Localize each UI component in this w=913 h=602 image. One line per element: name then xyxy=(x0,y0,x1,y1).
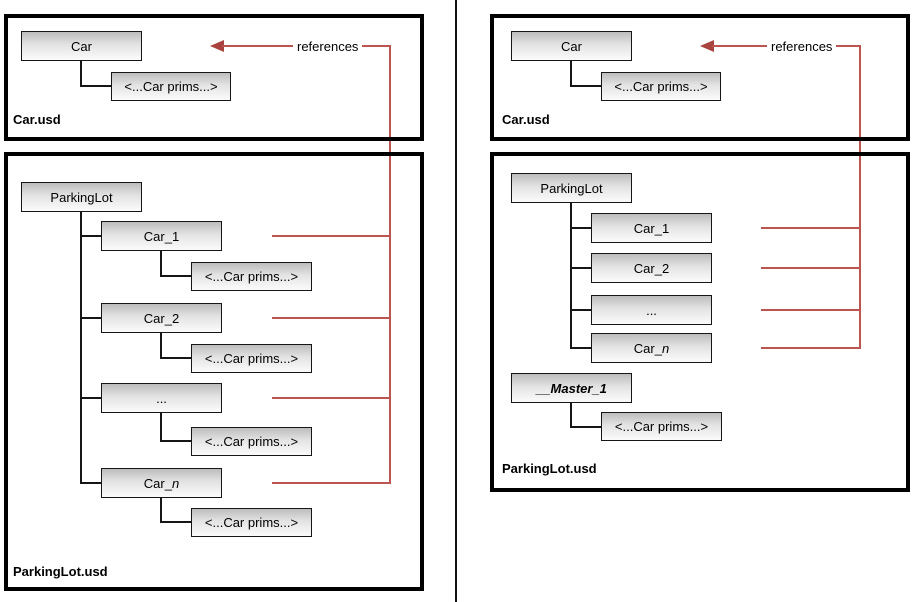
panel-divider-line xyxy=(455,0,457,602)
right-ellipsis-node: ... xyxy=(591,295,712,325)
right-master-prims-node: <...Car prims...> xyxy=(601,412,722,441)
left-car-node-label: Car xyxy=(71,38,92,54)
right-master-prims-label: <...Car prims...> xyxy=(614,419,709,434)
left-reference-line-carn xyxy=(272,482,391,484)
left-parkinglot-usd-label: ParkingLot.usd xyxy=(13,564,108,579)
left-car-1-connector-h xyxy=(160,275,191,277)
left-ellipsis-connector-h xyxy=(160,440,191,442)
right-car-prims-label: <...Car prims...> xyxy=(614,79,708,94)
left-car-connector-v xyxy=(80,61,82,87)
left-reference-arrowhead-icon xyxy=(210,40,224,52)
right-ellipsis-label: ... xyxy=(646,302,657,318)
left-ellipsis-node: ... xyxy=(101,383,222,413)
left-car-usd-layer xyxy=(4,14,424,141)
right-reference-arrowhead-icon xyxy=(700,40,714,52)
right-car-connector-v xyxy=(570,61,572,87)
right-reference-line-ellipsis xyxy=(761,309,861,311)
left-car-1-connector-v xyxy=(160,251,162,276)
left-ellipsis-connector-v xyxy=(160,413,162,441)
left-car-usd-label: Car.usd xyxy=(13,112,61,127)
right-car-usd-layer xyxy=(490,14,910,141)
right-stub-car1 xyxy=(570,227,591,229)
left-stub-car2 xyxy=(80,317,101,319)
left-car-n-node: Car_n xyxy=(101,468,222,498)
left-ellipsis-label: ... xyxy=(156,390,167,406)
right-reference-line-car1 xyxy=(761,227,861,229)
left-reference-vertical-line xyxy=(389,45,391,484)
right-car-1-node: Car_1 xyxy=(591,213,712,243)
right-reference-line-car2 xyxy=(761,267,861,269)
left-tree-trunk xyxy=(80,212,82,484)
left-car-n-label-italic: n xyxy=(171,475,180,491)
right-car-n-label-italic: n xyxy=(661,340,670,356)
left-car-2-prims-label: <...Car prims...> xyxy=(204,351,299,366)
left-car-2-connector-v xyxy=(160,333,162,358)
right-car-connector-h xyxy=(570,85,601,87)
left-stub-car1 xyxy=(80,235,101,237)
left-reference-line-car1 xyxy=(272,235,391,237)
right-reference-line-carn xyxy=(761,347,861,349)
left-car-n-prims-label: <...Car prims...> xyxy=(204,515,299,530)
right-parkinglot-usd-layer xyxy=(490,152,910,492)
right-car-node: Car xyxy=(511,31,632,61)
left-ellipsis-prims-label: <...Car prims...> xyxy=(204,434,299,449)
right-car-n-node: Car_n xyxy=(591,333,712,363)
left-stub-ellipsis xyxy=(80,397,101,399)
left-car-2-node: Car_2 xyxy=(101,303,222,333)
left-car-1-prims-label: <...Car prims...> xyxy=(204,269,299,284)
left-car-n-prims-node: <...Car prims...> xyxy=(191,508,312,537)
right-master-connector-v xyxy=(570,403,572,428)
left-parkinglot-node: ParkingLot xyxy=(21,182,142,212)
left-reference-line-car2 xyxy=(272,317,391,319)
right-references-label: references xyxy=(767,39,837,54)
left-car-n-connector-v xyxy=(160,498,162,523)
right-stub-car2 xyxy=(570,267,591,269)
right-parkinglot-node-label: ParkingLot xyxy=(540,180,603,196)
left-car-n-label: Car_ xyxy=(143,475,172,491)
right-car-2-label: Car_2 xyxy=(633,260,670,276)
right-reference-vertical-line xyxy=(859,45,861,349)
right-car-1-label: Car_1 xyxy=(633,220,670,236)
right-master-connector-h xyxy=(570,426,601,428)
right-car-usd-label: Car.usd xyxy=(502,112,550,127)
right-tree-trunk xyxy=(570,203,572,349)
right-stub-carn xyxy=(570,347,591,349)
left-car-1-label: Car_1 xyxy=(143,228,180,244)
left-car-prims-label: <...Car prims...> xyxy=(124,79,218,94)
left-car-node: Car xyxy=(21,31,142,61)
right-car-prims-node: <...Car prims...> xyxy=(601,72,721,101)
left-car-prims-node: <...Car prims...> xyxy=(111,72,231,101)
right-master-label: __Master_1 xyxy=(536,380,607,396)
left-ellipsis-prims-node: <...Car prims...> xyxy=(191,427,312,456)
left-car-1-prims-node: <...Car prims...> xyxy=(191,262,312,291)
left-car-2-prims-node: <...Car prims...> xyxy=(191,344,312,373)
right-car-n-label: Car_ xyxy=(633,340,662,356)
left-references-label: references xyxy=(293,39,363,54)
right-parkinglot-node: ParkingLot xyxy=(511,173,632,203)
left-parkinglot-usd-layer xyxy=(4,152,424,591)
left-car-2-label: Car_2 xyxy=(143,310,180,326)
right-car-2-node: Car_2 xyxy=(591,253,712,283)
left-reference-line-ellipsis xyxy=(272,397,391,399)
left-car-connector-h xyxy=(80,85,111,87)
right-master-node: __Master_1 xyxy=(511,373,632,403)
left-parkinglot-node-label: ParkingLot xyxy=(50,189,113,205)
right-car-node-label: Car xyxy=(561,38,582,54)
right-parkinglot-usd-label: ParkingLot.usd xyxy=(502,461,597,476)
left-car-2-connector-h xyxy=(160,357,191,359)
left-car-1-node: Car_1 xyxy=(101,221,222,251)
left-car-n-connector-h xyxy=(160,521,191,523)
right-stub-ellipsis xyxy=(570,309,591,311)
left-stub-carn xyxy=(80,482,101,484)
